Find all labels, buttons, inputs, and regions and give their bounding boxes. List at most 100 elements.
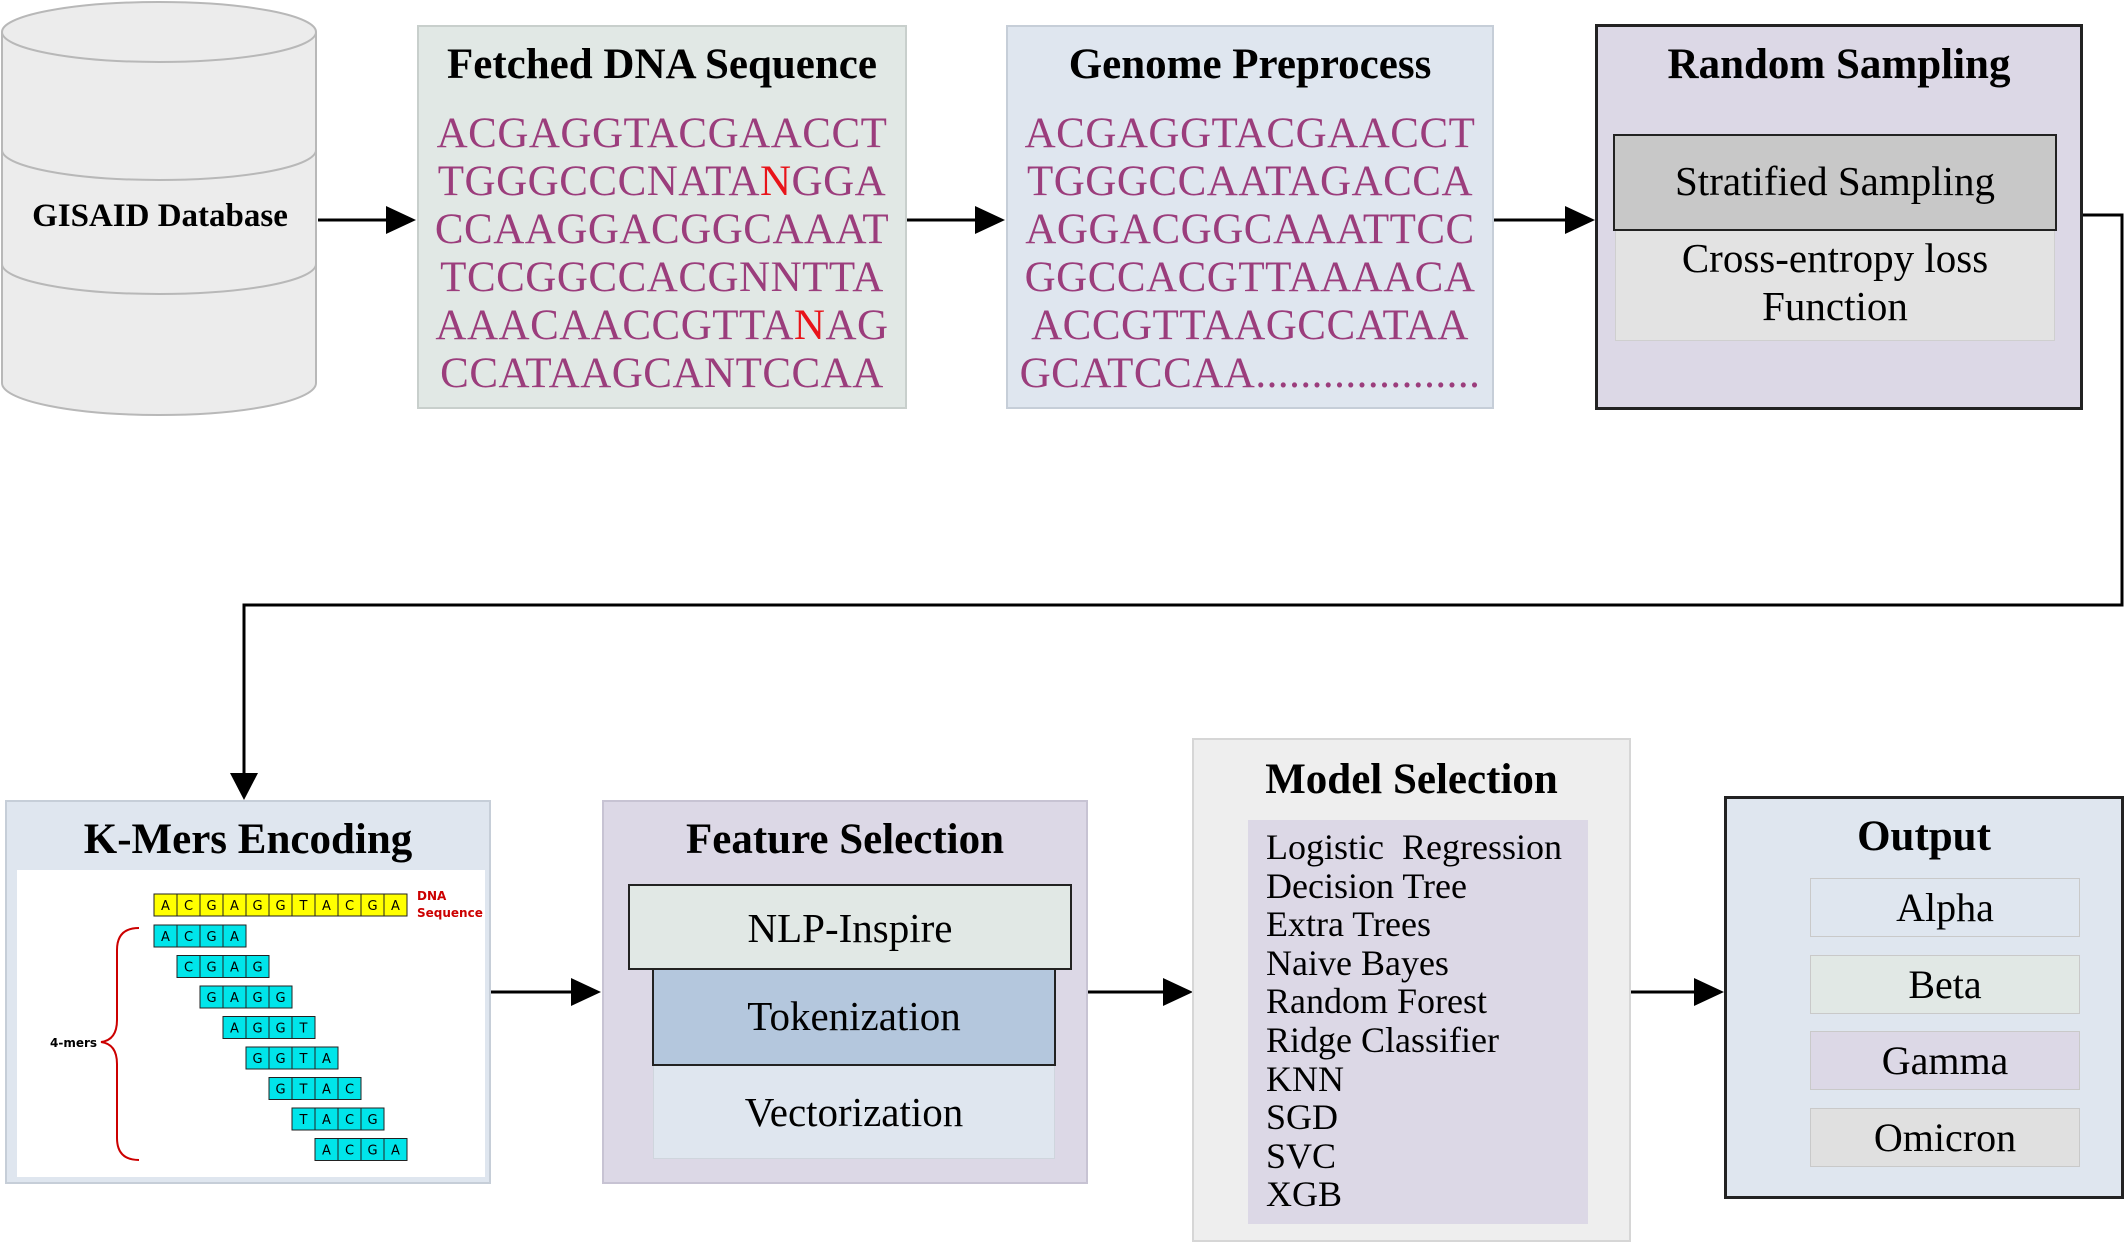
svg-text:A: A: [391, 1144, 400, 1159]
kmer-cell: A: [314, 1107, 339, 1131]
kmer-cell: G: [268, 985, 293, 1009]
svg-text:G: G: [252, 991, 262, 1006]
dna-sequence-cell: G: [199, 893, 224, 917]
arrow-fetched-to-preprocess-head: [975, 206, 1005, 234]
svg-text:T: T: [299, 1113, 308, 1128]
kmer-size-label: 4-mers: [50, 1036, 97, 1050]
dna-sequence-cell: A: [383, 893, 408, 917]
model-item: Decision Tree: [1266, 865, 1467, 906]
kmer-cell: G: [268, 1016, 293, 1039]
model-item: Naive Bayes: [1266, 942, 1449, 983]
model-item: KNN: [1266, 1058, 1344, 1099]
svg-text:A: A: [161, 930, 170, 945]
kmer-brace: [100, 927, 140, 1161]
svg-text:A: A: [230, 899, 239, 914]
svg-text:A: A: [322, 1113, 331, 1128]
kmer-cell: A: [222, 1016, 247, 1039]
dna-label: DNA: [417, 889, 447, 903]
kmer-cell: T: [291, 1077, 316, 1100]
svg-text:C: C: [345, 899, 354, 914]
svg-text:G: G: [367, 899, 377, 914]
connector-sampling-to-kmers: [242, 213, 2124, 775]
tokenization-panel: Tokenization: [652, 968, 1056, 1066]
svg-text:C: C: [184, 930, 193, 945]
vectorization-label: Vectorization: [744, 1089, 964, 1135]
model-item: SVC: [1266, 1135, 1337, 1176]
kmer-cell: T: [291, 1016, 316, 1039]
kmer-cell: C: [176, 955, 201, 978]
vectorization-panel: Vectorization: [653, 1066, 1055, 1159]
model-item: SGD: [1266, 1097, 1339, 1138]
svg-text:C: C: [345, 1083, 354, 1098]
preprocess-title: Genome Preprocess: [1068, 41, 1432, 88]
svg-text:A: A: [391, 899, 400, 914]
arrow-db-to-fetched-head: [386, 206, 416, 234]
models-title: Model Selection: [1265, 756, 1558, 803]
svg-text:G: G: [206, 899, 216, 914]
kmer-cell: G: [268, 1077, 293, 1100]
kmer-cell: T: [291, 1046, 316, 1070]
kmer-cell: G: [268, 1046, 293, 1070]
model-list-panel: Logistic Regression Decision Tree Extra …: [1248, 820, 1588, 1224]
arrow-into-kmers-head: [230, 773, 258, 800]
preprocess-line-1: ACGAGGTACGAACCT: [1024, 110, 1476, 157]
svg-text:T: T: [299, 899, 308, 914]
svg-text:G: G: [252, 961, 262, 976]
ambiguous-base-n: N: [793, 302, 826, 349]
svg-text:A: A: [161, 899, 170, 914]
fetched-line-6: CCATAAGCANTCCAA: [440, 350, 884, 397]
dna-sequence-cell: A: [314, 893, 339, 917]
fetched-line-2: TGGGCCCNATANGGA: [437, 158, 887, 205]
kmer-cell: T: [291, 1107, 316, 1131]
svg-text:G: G: [275, 1052, 285, 1067]
svg-text:A: A: [322, 1144, 331, 1159]
svg-text:C: C: [184, 961, 193, 976]
preprocess-line-6: GCATCCAA....................: [1019, 350, 1481, 397]
svg-text:G: G: [252, 899, 262, 914]
svg-text:A: A: [322, 1083, 331, 1098]
genome-preprocess-box: Genome Preprocess ACGAGGTACGAACCT TGGGCC…: [1006, 25, 1494, 409]
dna-sequence-cell: G: [245, 893, 270, 917]
arrow-models-to-output-head: [1694, 978, 1724, 1006]
fetched-sequence-box: Fetched DNA Sequence ACGAGGTACGAACCT TGG…: [417, 25, 907, 409]
model-list: Logistic Regression Decision Tree Extra …: [1266, 828, 1562, 1214]
ambiguous-base-n: N: [759, 158, 792, 205]
kmer-cell: G: [245, 985, 270, 1009]
svg-text:G: G: [367, 1113, 377, 1128]
features-title: Feature Selection: [685, 816, 1005, 863]
kmer-cell: G: [360, 1107, 385, 1131]
svg-text:G: G: [275, 899, 285, 914]
kmer-cell: G: [245, 1016, 270, 1039]
preprocess-line-4: GGCCACGTTAAAACA: [1024, 254, 1476, 301]
svg-text:G: G: [206, 961, 216, 976]
arrow-preprocess-to-sampling-head: [1565, 206, 1595, 234]
svg-text:A: A: [230, 991, 239, 1006]
svg-text:A: A: [322, 1052, 331, 1067]
dna-sequence-cell: T: [291, 893, 316, 917]
svg-text:T: T: [299, 1052, 308, 1067]
arrow-features-to-models-head: [1163, 978, 1193, 1006]
preprocess-sequence-lines: ACGAGGTACGAACCT TGGGCCAATAGACCA AGGACGGC…: [1008, 110, 1492, 398]
kmer-cell: C: [337, 1077, 362, 1100]
output-class-alpha: Alpha: [1810, 878, 2080, 937]
model-item: Logistic Regression: [1266, 827, 1562, 867]
kmer-cell: G: [245, 1046, 270, 1070]
dna-sequence-cell: G: [268, 893, 293, 917]
fetched-sequence-lines: ACGAGGTACGAACCT TGGGCCCNATANGGA CCAAGGAC…: [419, 110, 905, 398]
svg-text:G: G: [252, 1022, 262, 1037]
dna-sequence-cell: C: [337, 893, 362, 917]
svg-text:G: G: [206, 991, 216, 1006]
kmer-cell: G: [199, 924, 224, 948]
model-item: Random Forest: [1266, 981, 1487, 1022]
kmer-cell: A: [314, 1046, 339, 1070]
fetched-line-4: TCCGGCCACGNNTTA: [440, 254, 884, 301]
kmer-cell: A: [153, 924, 178, 948]
dna-sequence-cell: C: [176, 893, 201, 917]
kmer-cell: G: [199, 985, 224, 1009]
dna-sequence-cell: G: [360, 893, 385, 917]
fetched-title: Fetched DNA Sequence: [447, 41, 877, 88]
